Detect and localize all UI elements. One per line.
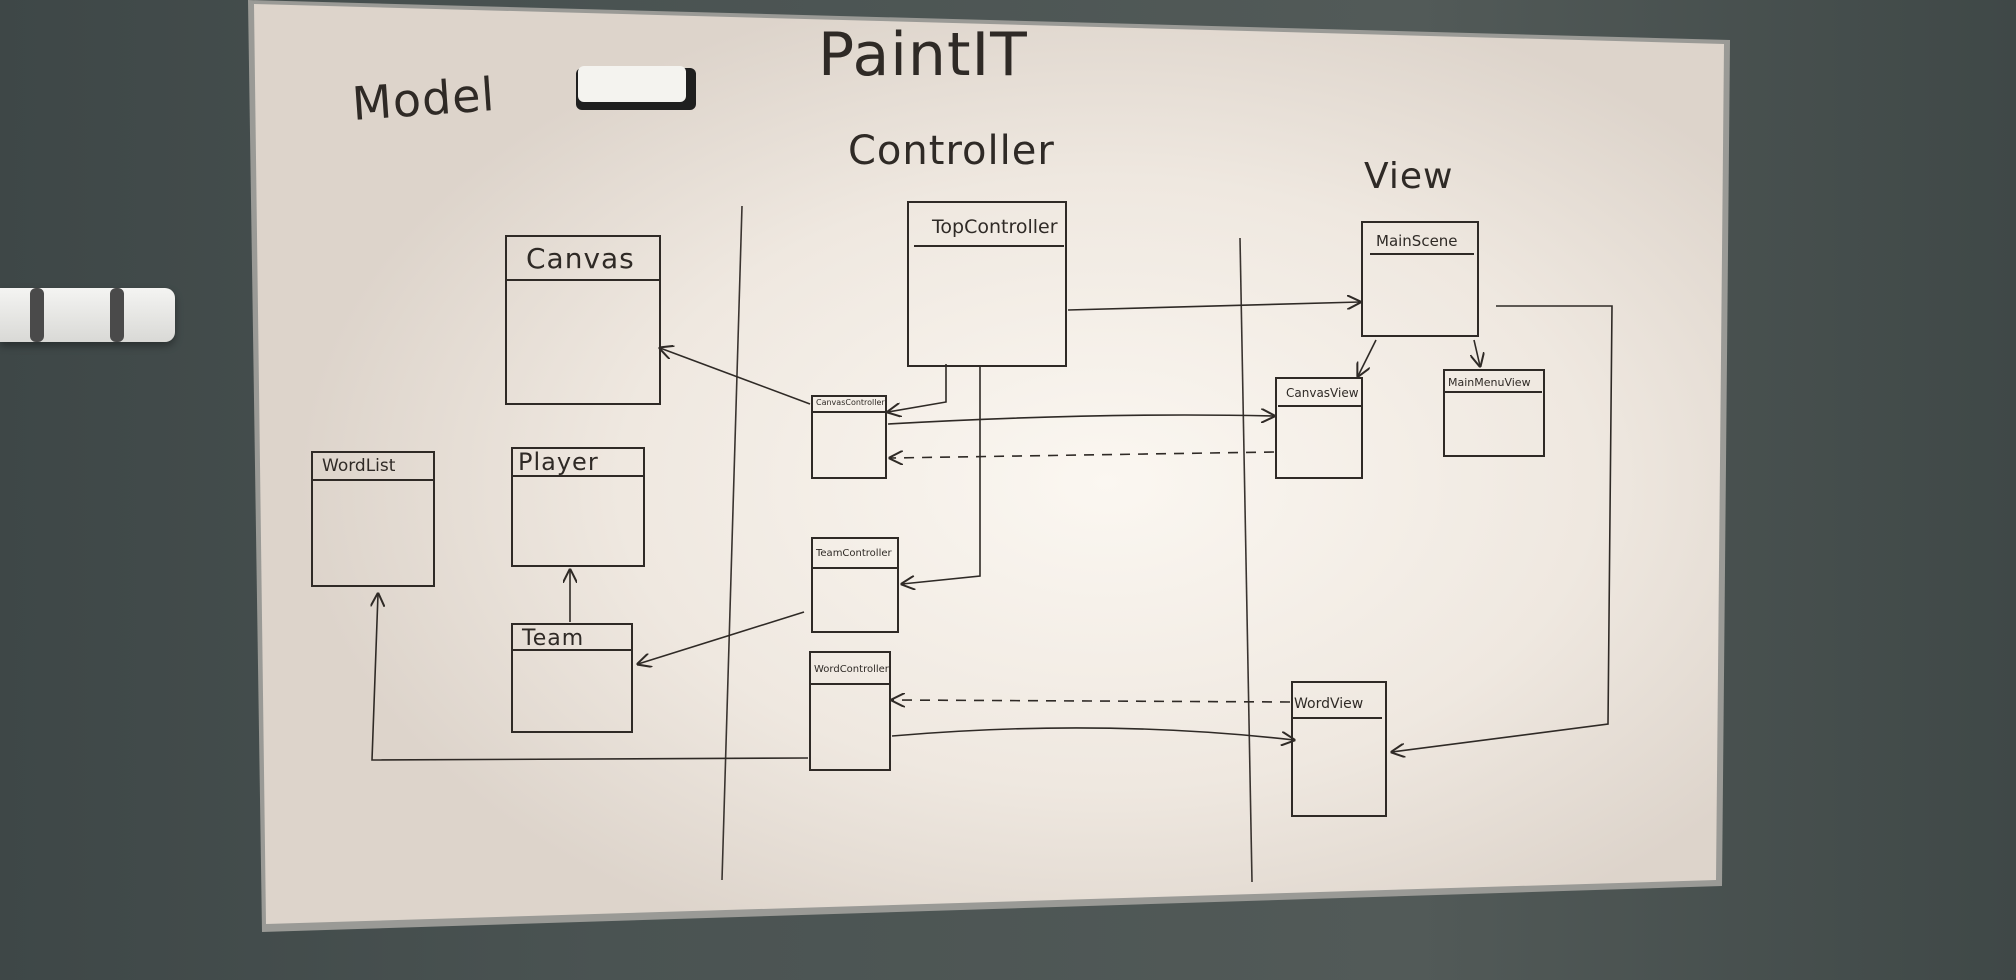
player-class-name: Player xyxy=(518,448,599,476)
main-scene-class-name: MainScene xyxy=(1376,232,1458,250)
board-surface xyxy=(254,4,1724,924)
canvas-view-class-name: CanvasView xyxy=(1286,386,1359,400)
wordlist-class-name: WordList xyxy=(322,456,396,476)
arrow-topcontroller-to-teamcontroller xyxy=(902,366,981,584)
top-controller-class-box xyxy=(907,201,1067,367)
divider-controller-view xyxy=(1239,237,1253,883)
word-view-class-box xyxy=(1291,681,1387,817)
arrow-mainscene-to-canvasview xyxy=(1358,339,1377,376)
arrow-wordview-to-wordcontroller xyxy=(892,700,1291,702)
canvas-class-box xyxy=(505,235,661,405)
team-controller-class-box xyxy=(811,537,899,633)
section-dividers xyxy=(721,205,1253,883)
team-controller-class-name: TeamController xyxy=(816,548,892,559)
section-label-view: View xyxy=(1364,156,1454,197)
eraser-pad xyxy=(578,66,686,102)
arrow-teamcontroller-to-team xyxy=(638,611,805,664)
section-label-model: Model xyxy=(350,67,497,131)
top-controller-class-name: TopController xyxy=(932,216,1058,238)
main-scene-class-box xyxy=(1361,221,1479,337)
arrow-canvascontroller-to-canvas xyxy=(660,348,811,405)
canvas-class-name: Canvas xyxy=(526,242,635,275)
divider-model-controller xyxy=(721,205,743,881)
main-menu-view-class-name: MainMenuView xyxy=(1448,376,1531,389)
word-controller-class-box xyxy=(809,651,891,771)
arrow-mainscene-to-mainmenuview xyxy=(1474,339,1480,366)
section-label-controller: Controller xyxy=(848,128,1055,174)
arrow-mainscene-to-wordview xyxy=(1392,305,1613,752)
team-class-name: Team xyxy=(522,626,585,651)
word-controller-class-name: WordController xyxy=(814,664,889,675)
arrow-topcontroller-to-mainscene xyxy=(1067,302,1360,311)
canvas-controller-class-box xyxy=(811,395,887,479)
hook-peg xyxy=(110,288,124,342)
wordlist-class-box xyxy=(311,451,435,587)
arrow-canvascontroller-to-canvasview xyxy=(887,415,1274,425)
main-menu-view-class-box xyxy=(1443,369,1545,457)
canvas-view-class-box xyxy=(1275,377,1363,479)
arrow-wordcontroller-to-wordlist xyxy=(372,594,809,761)
arrow-wordcontroller-to-wordview xyxy=(891,727,1294,740)
arrow-topcontroller-to-canvascontroller xyxy=(888,364,947,412)
player-class-box xyxy=(511,447,645,567)
word-view-class-name: WordView xyxy=(1294,696,1364,712)
team-class-box xyxy=(511,623,633,733)
board-title: PaintIT xyxy=(818,20,1028,90)
canvas-controller-class-name: CanvasController xyxy=(816,398,885,407)
wall-hook-rail xyxy=(0,288,175,342)
hook-peg xyxy=(30,288,44,342)
